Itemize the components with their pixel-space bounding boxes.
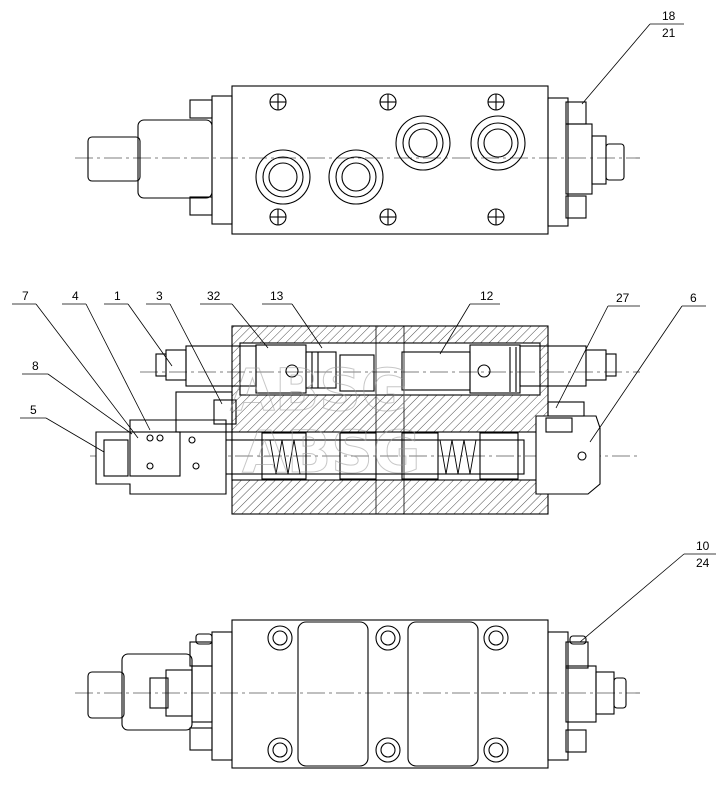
callout-12: 12 [480, 289, 494, 303]
ports-top [255, 115, 526, 205]
callout-4: 4 [72, 289, 79, 303]
callout-27: 27 [616, 291, 630, 305]
callout-18: 18 [662, 9, 676, 23]
callout-5: 5 [30, 403, 37, 417]
callout-21: 21 [662, 26, 676, 40]
callout-6: 6 [690, 291, 697, 305]
top-view [75, 85, 640, 235]
section-view [90, 325, 640, 515]
callout-3: 3 [156, 289, 163, 303]
bottom-view [75, 619, 640, 769]
callouts: 18 21 7 4 1 3 32 13 12 27 6 8 5 10 24 [12, 9, 716, 643]
callout-7: 7 [22, 289, 29, 303]
callout-1: 1 [114, 289, 121, 303]
callout-32: 32 [207, 289, 221, 303]
watermark-2: ABSG [242, 418, 420, 486]
callout-8: 8 [32, 359, 39, 373]
bolt-holes-bottom [267, 625, 509, 763]
valve-body-bottom [231, 619, 549, 769]
callout-24: 24 [696, 556, 710, 570]
callout-13: 13 [270, 289, 284, 303]
callout-10: 10 [696, 539, 710, 553]
watermark: ABSG [230, 356, 408, 424]
bolt-holes-top [269, 93, 505, 226]
